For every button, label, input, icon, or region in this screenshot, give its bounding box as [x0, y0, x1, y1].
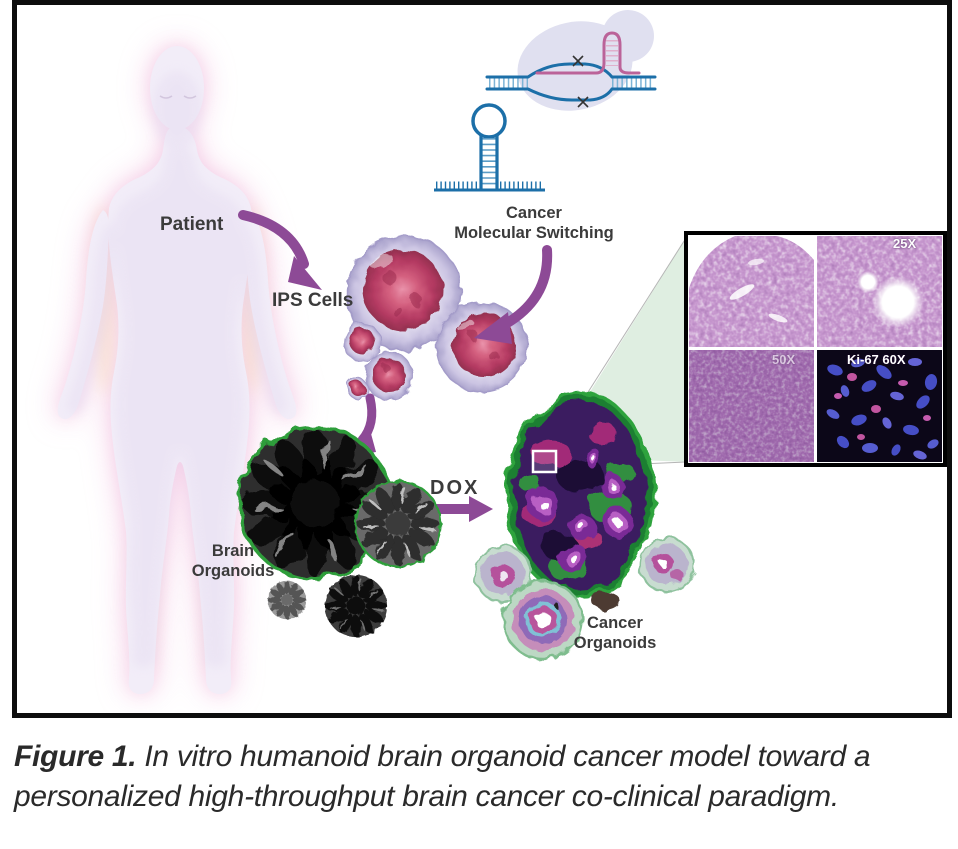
molecular-switching-label-line1: Cancer — [506, 204, 562, 222]
figure-border — [12, 0, 952, 718]
magnification-label-ki67: Ki-67 60X — [847, 352, 906, 367]
caption-text-line2: personalized high-throughput brain cance… — [14, 780, 839, 813]
molecular-switching-label-line2: Molecular Switching — [454, 224, 614, 243]
brain-organoids-label-line1: Brain — [211, 542, 255, 560]
magnification-label-25x: 25X — [893, 236, 917, 251]
figure-caption: Figure 1. In vitro humanoid brain organo… — [14, 737, 948, 817]
caption-text-line1: In vitro humanoid brain organoid cancer … — [144, 740, 871, 773]
molecular-switching-label: Cancer Molecular Switching — [428, 203, 640, 243]
brain-organoids-label: Brain Organoids — [163, 541, 303, 581]
cancer-organoids-label: Cancer Organoids — [545, 613, 685, 653]
cancer-organoids-label-line1: Cancer — [587, 614, 643, 632]
caption-line-2: personalized high-throughput brain cance… — [14, 777, 948, 817]
brain-organoids-label-line2: Organoids — [191, 562, 275, 581]
cancer-organoids-label-line2: Organoids — [573, 634, 657, 653]
ips-cells-label: IPS Cells — [272, 290, 354, 311]
magnification-label-50x: 50X — [772, 352, 796, 367]
dox-label: DOX — [430, 477, 480, 499]
caption-figure-number: Figure 1. — [14, 740, 137, 773]
patient-label: Patient — [160, 214, 224, 235]
caption-line-1: Figure 1. In vitro humanoid brain organo… — [14, 737, 948, 777]
